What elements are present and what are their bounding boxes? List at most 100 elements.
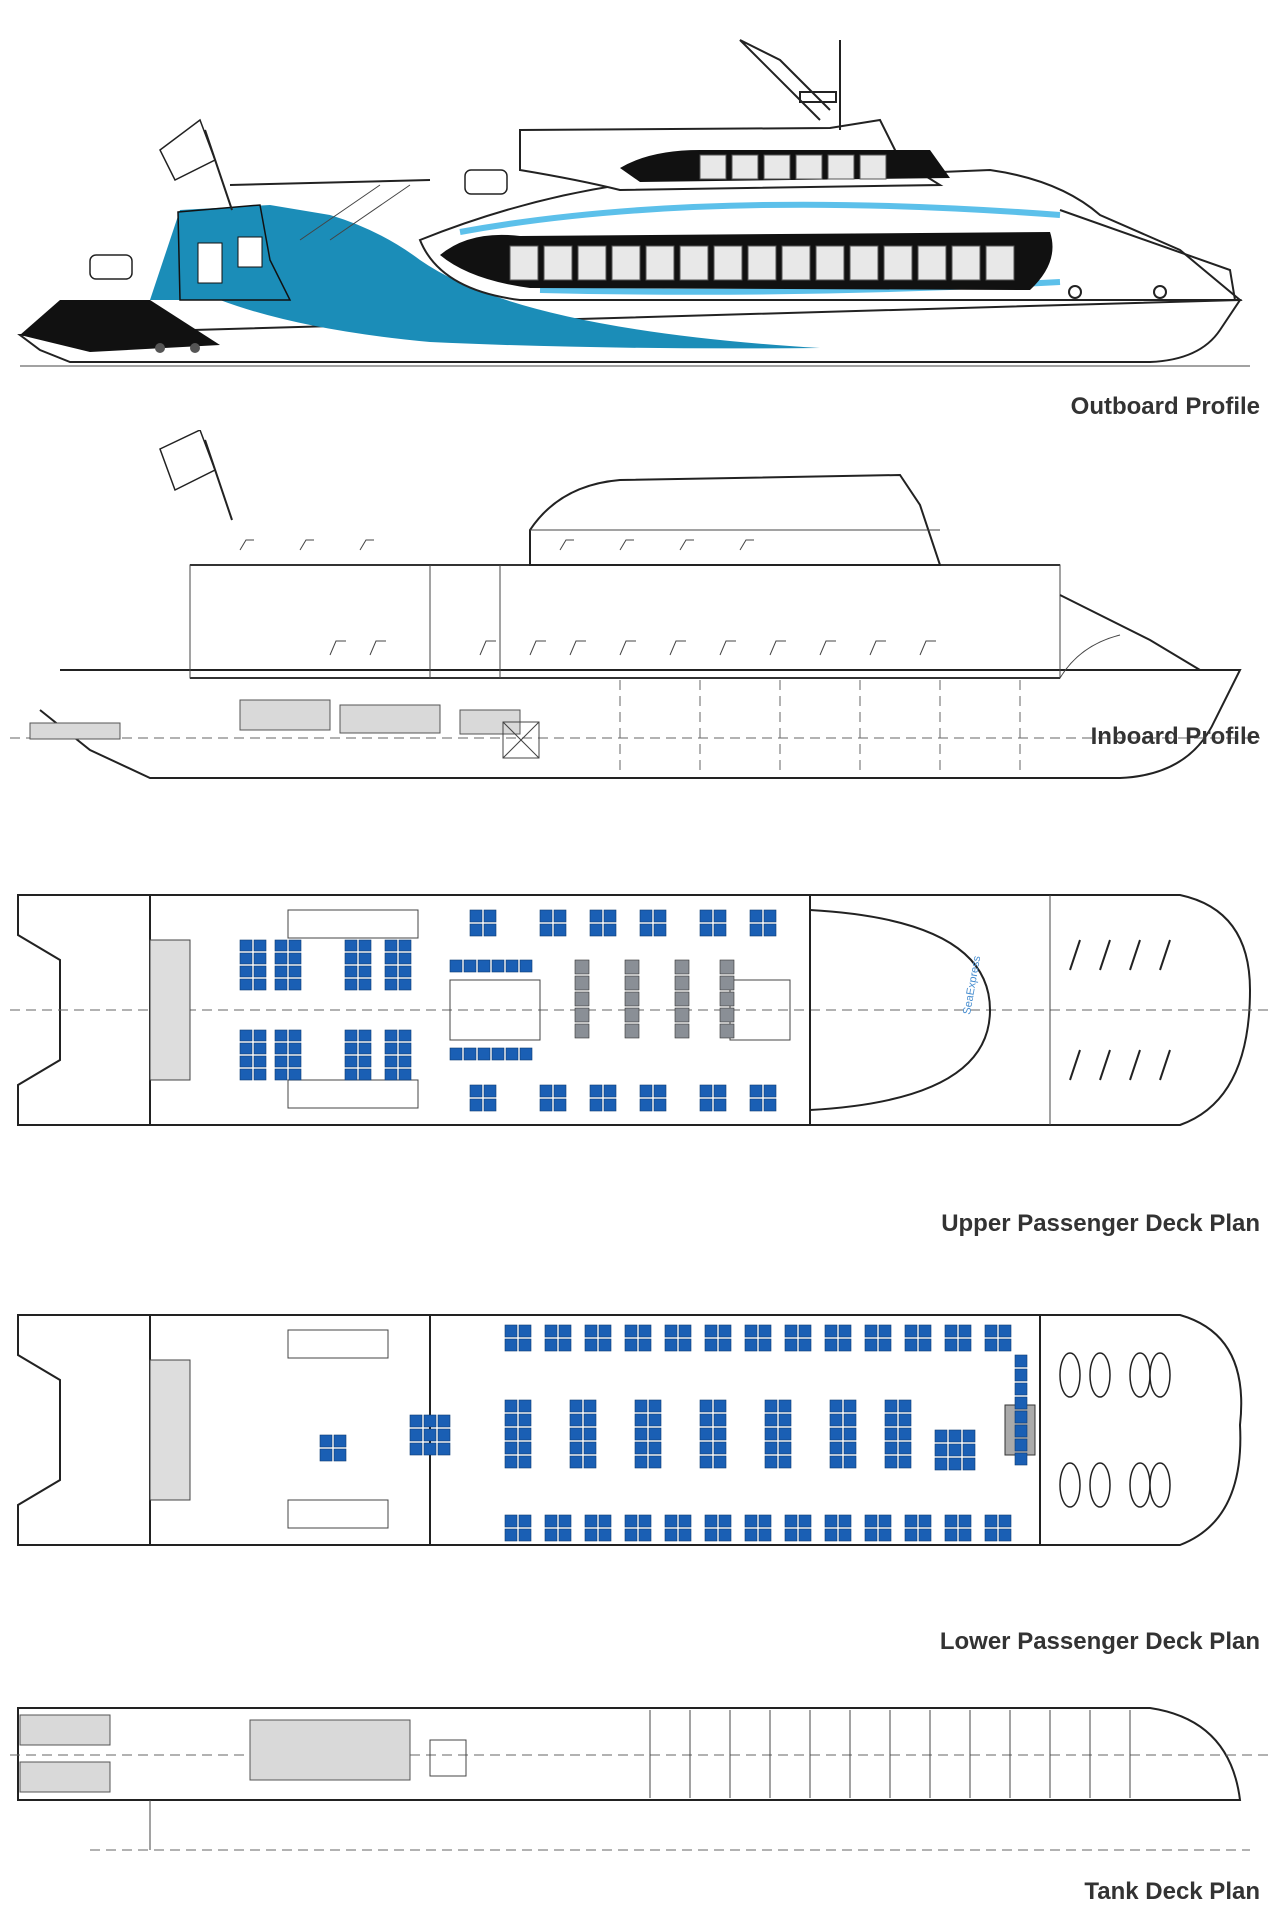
seat [518,1455,532,1469]
seat [574,959,590,975]
seat [589,909,603,923]
seat [398,965,412,978]
seat [253,1068,267,1081]
seat [239,978,253,991]
seat [319,1448,333,1462]
seat [758,1514,772,1528]
seat [344,978,358,991]
seat [518,1324,532,1338]
seat [638,1324,652,1338]
seat [437,1414,451,1428]
seat [744,1324,758,1338]
seat [491,959,505,973]
seat [598,1324,612,1338]
seat [253,1042,267,1055]
seat [1014,1424,1028,1438]
seat [544,1514,558,1528]
seat [558,1528,572,1542]
seat [384,1042,398,1055]
seat [784,1514,798,1528]
seat [878,1324,892,1338]
seat [918,1514,932,1528]
seat [553,923,567,937]
seat [678,1324,692,1338]
seat [678,1514,692,1528]
seat [904,1514,918,1528]
seat [583,1427,597,1441]
seat [958,1338,972,1352]
seat [653,1098,667,1112]
seat [589,1084,603,1098]
seat [678,1338,692,1352]
seat [469,909,483,923]
seat [674,1007,690,1023]
seat [603,1084,617,1098]
seat [463,959,477,973]
seat [864,1338,878,1352]
seat [518,1413,532,1427]
seat [718,1324,732,1338]
seat [648,1399,662,1413]
seat [584,1338,598,1352]
seat [544,1338,558,1352]
seat [518,1514,532,1528]
logo-text: SeaExpress [961,955,983,1016]
seat [384,1055,398,1068]
seat [824,1514,838,1528]
seat [558,1338,572,1352]
seat [469,1098,483,1112]
upper-deck-seats [239,909,777,1112]
seat [898,1399,912,1413]
seat [518,1399,532,1413]
seat [384,978,398,991]
seat [624,1514,638,1528]
seat [288,1055,302,1068]
seat [274,965,288,978]
seat [344,1055,358,1068]
seat [904,1324,918,1338]
seat [878,1338,892,1352]
seat [483,1084,497,1098]
seat [784,1528,798,1542]
seat [598,1528,612,1542]
seat [843,1427,857,1441]
seat [504,1528,518,1542]
seat [944,1324,958,1338]
seat [288,978,302,991]
seat [778,1455,792,1469]
seat [843,1413,857,1427]
seat [491,1047,505,1061]
seat [713,923,727,937]
seat [384,952,398,965]
seat [358,952,372,965]
seat [288,1068,302,1081]
seat [744,1528,758,1542]
seat [333,1448,347,1462]
seat [944,1514,958,1528]
seat [699,1098,713,1112]
seat [718,1338,732,1352]
seat [838,1324,852,1338]
seat [398,978,412,991]
seat [984,1514,998,1528]
seat [884,1399,898,1413]
seat [653,1084,667,1098]
seat [918,1338,932,1352]
seat [504,1514,518,1528]
seat [519,959,533,973]
seat [239,965,253,978]
seat [598,1514,612,1528]
seat [583,1399,597,1413]
seat [1014,1382,1028,1396]
seat [239,1042,253,1055]
seat [398,1068,412,1081]
seat [253,965,267,978]
seat [274,978,288,991]
seat [699,1455,713,1469]
seat [504,1455,518,1469]
lower-deck-plan-drawing [17,1314,1243,1546]
seat [648,1455,662,1469]
seat [878,1528,892,1542]
seat [409,1414,423,1428]
lower-deck-seats [319,1324,1028,1542]
